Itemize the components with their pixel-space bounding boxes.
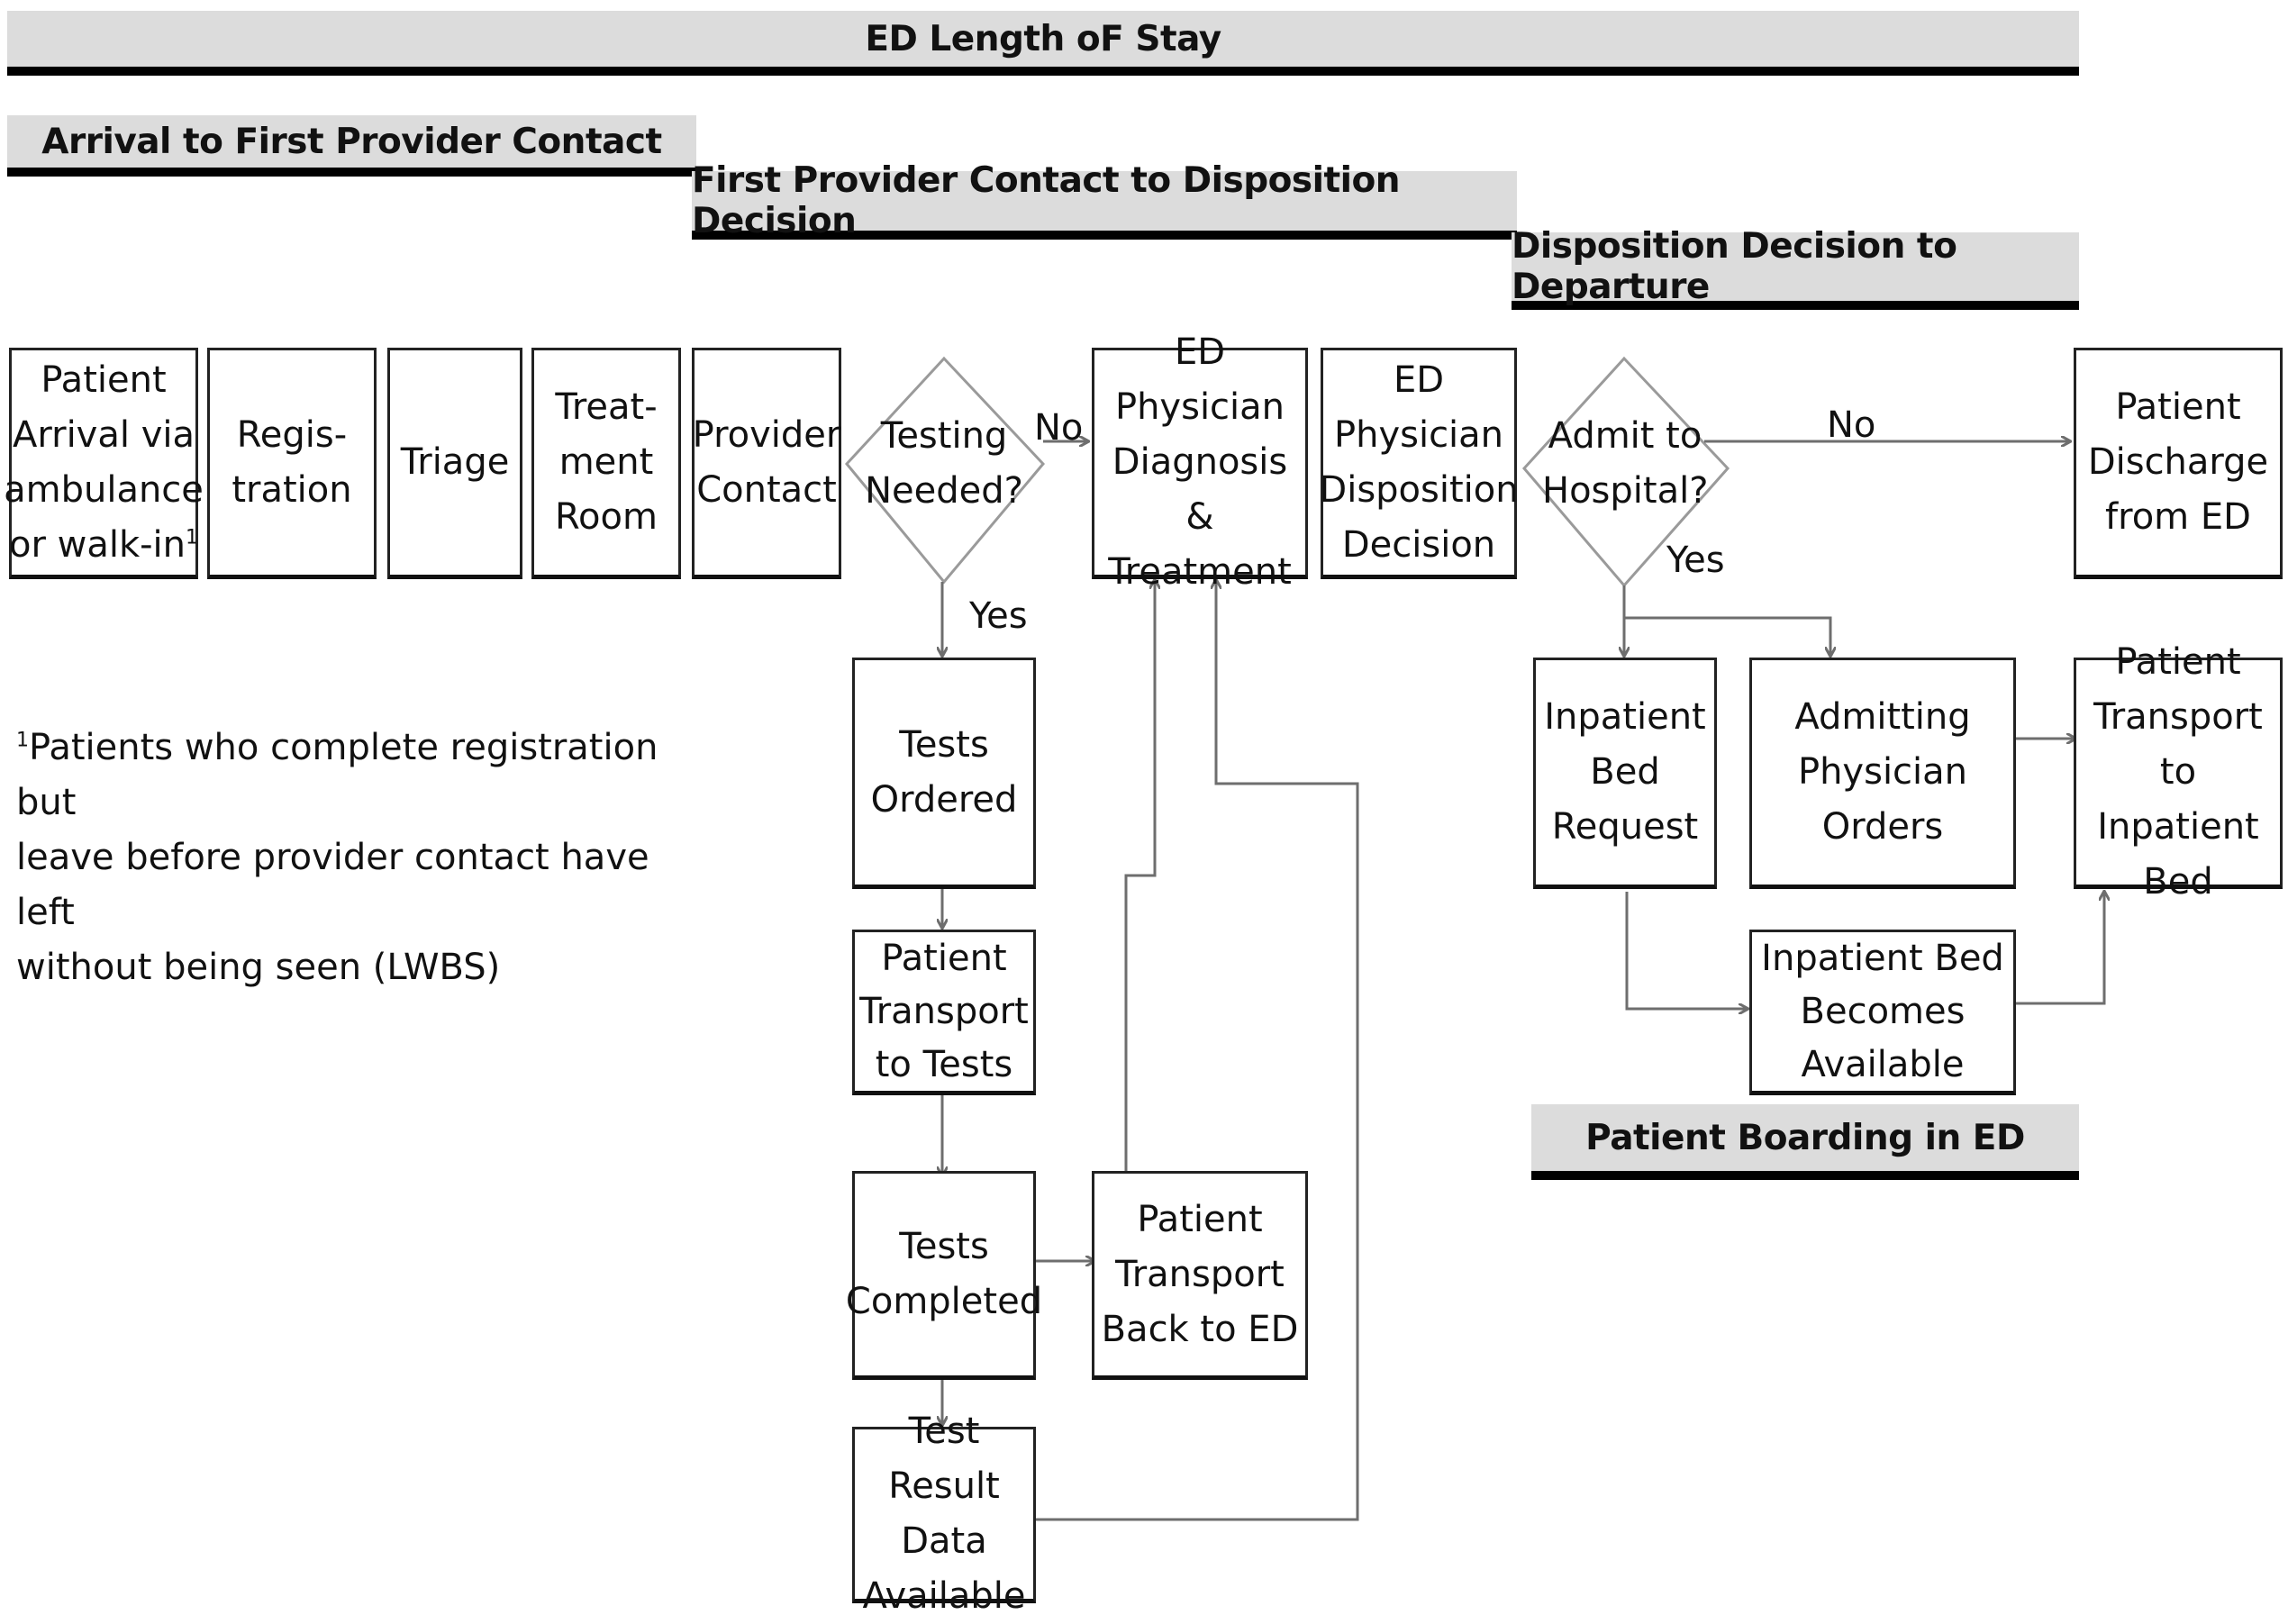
back-line-2: Transport [1115,1253,1285,1295]
dispo-line-2: Physician [1333,413,1504,456]
footnote-marker: 1 [186,526,199,549]
dispo-line-1: ED [1393,358,1445,401]
decision-admit-to-hospital: Admit to Hospital? [1542,409,1708,519]
orders-line-2: Physician [1797,751,1968,793]
inpatient-transport-line-4: Bed [2143,861,2213,903]
inpatient-transport-line-2: Transport to [2093,696,2263,793]
dx-line-1: ED Physician [1114,331,1285,428]
bar-ed-length-of-stay: ED Length oF Stay [7,11,2079,76]
inpatient-transport-line-1: Patient [2115,641,2241,683]
footnote-line-1: Patients who complete registration but [16,727,658,823]
bed-request-line-3: Request [1551,806,1699,848]
step-tests-ordered: Tests Ordered [852,658,1036,889]
footnote-line-3: without being seen (LWBS) [16,947,501,988]
step-tests-completed: Tests Completed [846,1171,1042,1380]
treatment-line-2: ment [558,441,654,483]
label-admit-yes: Yes [1666,540,1725,581]
bar-arrival-to-first-provider: Arrival to First Provider Contact [7,115,696,177]
arrival-line-1: Patient [41,358,167,401]
arrival-line-3: ambulance [4,468,204,511]
arrival-line-2: Arrival via [13,413,195,456]
result-line-1: Test Result [888,1411,1000,1507]
step-inpatient-bed-request: Inpatient Bed Request [1533,658,1717,889]
label-admit-no: No [1827,404,1876,446]
ordered-line-1: Tests [899,723,989,766]
footnote-lwbs: 1Patients who complete registration but … [16,721,665,995]
step-ed-physician-diagnosis: ED Physician Diagnosis & Treatment [1092,331,1308,593]
step-provider-contact: Provider Contact [692,348,841,579]
registration-line-2: tration [232,468,352,511]
discharge-line-1: Patient [2115,386,2241,428]
admit-line-1: Admit to [1548,415,1702,457]
treatment-line-1: Treat- [555,386,658,428]
discharge-line-3: from ED [2105,496,2251,538]
bar-disposition-to-departure: Disposition Decision to Departure [1512,226,2079,310]
dispo-line-3: Disposition [1319,468,1519,511]
decision-diamond-testing [845,356,1046,585]
provider-line-2: Contact [696,468,837,511]
inpatient-transport-line-3: Inpatient [2097,806,2259,848]
step-ed-physician-disposition: ED Physician Disposition Decision [1319,348,1519,579]
completed-line-1: Tests [899,1226,989,1267]
testing-line-2: Needed? [865,470,1023,512]
result-line-3: Available [862,1575,1026,1617]
discharge-line-2: Discharge [2087,441,2269,483]
result-line-2: Data [901,1520,987,1562]
admit-line-2: Hospital? [1542,470,1709,512]
step-transport-to-tests: Patient Transport to Tests [852,930,1036,1095]
testing-line-1: Testing [880,415,1008,457]
step-patient-discharge: Patient Discharge from ED [2074,348,2283,579]
treatment-line-3: Room [555,496,658,538]
footnote-note-marker: 1 [16,729,29,752]
dx-line-2: Diagnosis & [1112,441,1288,538]
step-patient-arrival: Patient Arrival via ambulance or walk-in… [4,348,204,579]
bed-request-line-2: Bed [1590,751,1660,793]
triage-line-1: Triage [400,441,510,483]
available-line-2: Becomes [1800,990,1966,1032]
dx-line-3: Treatment [1108,551,1292,593]
arrow-result-to-physician [1036,580,1359,1521]
step-test-result-available: Test Result Data Available [852,1411,1036,1617]
transport-tests-line-2: Transport [859,990,1029,1032]
decision-testing-needed: Testing Needed? [865,409,1023,519]
orders-line-3: Orders [1821,806,1944,848]
arrival-line-4: or walk-in1 [8,523,199,566]
available-line-1: Inpatient Bed [1761,937,2004,979]
dispo-line-4: Decision [1341,523,1496,566]
step-admitting-physician-orders: Admitting Physician Orders [1749,658,2016,889]
label-testing-yes: Yes [969,595,1028,637]
provider-line-1: Provider [692,413,841,456]
step-transport-back-to-ed: Patient Transport Back to ED [1092,1171,1308,1380]
step-registration: Regis- tration [207,348,377,579]
arrow-admit-yes-orders [1624,616,1830,656]
bed-request-line-1: Inpatient [1544,696,1706,738]
step-transport-to-inpatient-bed: Patient Transport to Inpatient Bed [2074,641,2283,903]
transport-tests-line-3: to Tests [875,1043,1013,1085]
ordered-line-2: Ordered [870,778,1018,821]
step-inpatient-bed-available: Inpatient Bed Becomes Available [1749,930,2016,1095]
label-testing-no: No [1034,407,1084,449]
orders-line-1: Admitting [1794,696,1971,738]
completed-line-2: Completed [845,1281,1043,1322]
arrow-transport-back-to-physician [1124,580,1155,1171]
registration-line-1: Regis- [236,413,348,456]
back-line-1: Patient [1137,1198,1263,1240]
back-line-3: Back to ED [1101,1308,1299,1350]
step-triage: Triage [387,348,522,579]
available-line-3: Available [1801,1043,1965,1085]
arrow-available-to-transport [2015,892,2104,1005]
step-treatment-room: Treat- ment Room [531,348,681,579]
transport-tests-line-1: Patient [881,937,1007,979]
arrow-request-to-available [1625,892,1748,1009]
footnote-line-2: leave before provider contact have left [16,837,649,933]
bar-patient-boarding: Patient Boarding in ED [1531,1104,2079,1180]
